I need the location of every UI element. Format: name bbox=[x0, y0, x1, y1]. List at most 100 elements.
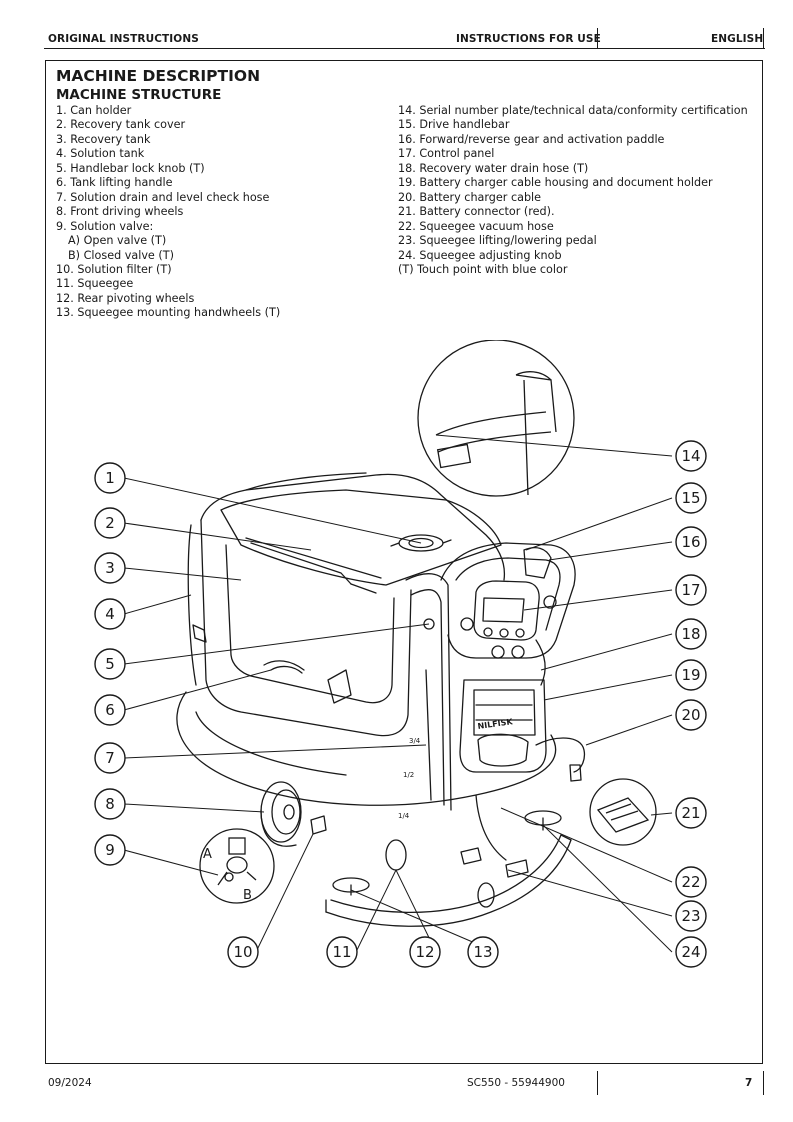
page-header: ORIGINAL INSTRUCTIONS INSTRUCTIONS FOR U… bbox=[0, 0, 793, 60]
svg-text:11: 11 bbox=[332, 943, 351, 961]
header-language: ENGLISH bbox=[711, 33, 764, 45]
footer-divider bbox=[597, 1071, 598, 1095]
valve-label-b: B bbox=[243, 888, 252, 903]
machine-drawing: 3/4 1/2 1/4 NILFISK A B bbox=[94, 340, 707, 968]
footer-date: 09/2024 bbox=[48, 1077, 92, 1089]
level-mark-1-4: 1/4 bbox=[398, 812, 410, 820]
svg-text:23: 23 bbox=[681, 907, 700, 925]
svg-text:16: 16 bbox=[681, 533, 700, 551]
callout-23: 23 bbox=[675, 900, 707, 932]
callout-4: 4 bbox=[94, 598, 126, 630]
list-item: 7. Solution drain and level check hose bbox=[56, 190, 270, 204]
parts-list-left: 1. Can holder 2. Recovery tank cover 3. … bbox=[56, 104, 386, 321]
list-item: 6. Tank lifting handle bbox=[56, 176, 173, 190]
svg-text:15: 15 bbox=[681, 489, 700, 507]
level-mark-1-2: 1/2 bbox=[403, 771, 414, 779]
callout-17: 17 bbox=[675, 574, 707, 606]
list-item: 2. Recovery tank cover bbox=[56, 118, 186, 132]
list-item: 3. Recovery tank bbox=[56, 132, 151, 146]
svg-text:22: 22 bbox=[681, 873, 700, 891]
list-item: 22. Squeegee vacuum hose bbox=[398, 219, 554, 233]
callout-2: 2 bbox=[94, 507, 126, 539]
svg-text:18: 18 bbox=[681, 625, 700, 643]
callout-8: 8 bbox=[94, 788, 126, 820]
level-mark-3-4: 3/4 bbox=[409, 737, 421, 745]
callout-12: 12 bbox=[409, 936, 441, 968]
content-frame bbox=[45, 60, 763, 1064]
callout-14: 14 bbox=[675, 440, 707, 472]
callout-24: 24 bbox=[675, 936, 707, 968]
svg-text:17: 17 bbox=[681, 581, 700, 599]
footer-model: SC550 - 55944900 bbox=[467, 1077, 565, 1089]
header-rule bbox=[44, 48, 765, 49]
list-item: 5. Handlebar lock knob (T) bbox=[56, 161, 205, 175]
section-subtitle: MACHINE STRUCTURE bbox=[56, 87, 222, 103]
callout-18: 18 bbox=[675, 618, 707, 650]
svg-text:1: 1 bbox=[105, 469, 115, 487]
list-item: 4. Solution tank bbox=[56, 147, 145, 161]
callout-16: 16 bbox=[675, 526, 707, 558]
svg-text:9: 9 bbox=[105, 841, 115, 859]
callout-11: 11 bbox=[326, 936, 358, 968]
list-item: 19. Battery charger cable housing and do… bbox=[398, 176, 713, 190]
callout-7: 7 bbox=[94, 742, 126, 774]
list-item: 13. Squeegee mounting handwheels (T) bbox=[56, 306, 281, 320]
callout-5: 5 bbox=[94, 648, 126, 680]
callout-10: 10 bbox=[227, 936, 259, 968]
header-instructions-for-use: INSTRUCTIONS FOR USE bbox=[456, 33, 601, 45]
footer-divider bbox=[763, 1071, 764, 1095]
list-subitem: B) Closed valve (T) bbox=[68, 248, 174, 262]
svg-text:2: 2 bbox=[105, 514, 115, 532]
footer-page-number: 7 bbox=[745, 1077, 753, 1089]
list-item: 15. Drive handlebar bbox=[398, 118, 510, 132]
list-item: 21. Battery connector (red). bbox=[398, 205, 555, 219]
valve-label-a: A bbox=[203, 847, 212, 862]
svg-text:14: 14 bbox=[681, 447, 700, 465]
svg-text:3: 3 bbox=[105, 559, 115, 577]
callout-19: 19 bbox=[675, 659, 707, 691]
list-item: 10. Solution filter (T) bbox=[56, 262, 172, 276]
list-item: 18. Recovery water drain hose (T) bbox=[398, 161, 589, 175]
brand-label: NILFISK bbox=[477, 717, 514, 731]
svg-text:21: 21 bbox=[681, 804, 700, 822]
list-item: 9. Solution valve: bbox=[56, 219, 154, 233]
list-item: 23. Squeegee lifting/lowering pedal bbox=[398, 234, 597, 248]
callout-1: 1 bbox=[94, 462, 126, 494]
section-title: MACHINE DESCRIPTION bbox=[56, 67, 261, 85]
callout-20: 20 bbox=[675, 699, 707, 731]
svg-text:13: 13 bbox=[473, 943, 492, 961]
svg-text:8: 8 bbox=[105, 795, 115, 813]
svg-text:5: 5 bbox=[105, 655, 115, 673]
list-subitem: A) Open valve (T) bbox=[68, 234, 167, 248]
svg-text:24: 24 bbox=[681, 943, 700, 961]
header-divider bbox=[597, 28, 598, 49]
svg-text:19: 19 bbox=[681, 666, 700, 684]
header-divider bbox=[763, 28, 764, 49]
svg-text:12: 12 bbox=[415, 943, 434, 961]
svg-text:20: 20 bbox=[681, 706, 700, 724]
callout-22: 22 bbox=[675, 866, 707, 898]
list-item: 12. Rear pivoting wheels bbox=[56, 291, 195, 305]
callout-15: 15 bbox=[675, 482, 707, 514]
callout-13: 13 bbox=[467, 936, 499, 968]
machine-illustration: 3/4 1/2 1/4 NILFISK A B bbox=[46, 340, 762, 980]
list-item: 11. Squeegee bbox=[56, 277, 134, 291]
parts-list-right: 14. Serial number plate/technical data/c… bbox=[398, 104, 758, 277]
callout-21: 21 bbox=[675, 797, 707, 829]
svg-text:10: 10 bbox=[233, 943, 252, 961]
list-item: 1. Can holder bbox=[56, 104, 132, 117]
callout-3: 3 bbox=[94, 552, 126, 584]
callout-6: 6 bbox=[94, 694, 126, 726]
svg-text:4: 4 bbox=[105, 605, 115, 623]
list-item: (T) Touch point with blue color bbox=[398, 262, 568, 276]
header-original-instructions: ORIGINAL INSTRUCTIONS bbox=[48, 33, 199, 45]
list-item: 8. Front driving wheels bbox=[56, 205, 184, 219]
list-item: 16. Forward/reverse gear and activation … bbox=[398, 132, 665, 146]
list-item: 20. Battery charger cable bbox=[398, 190, 542, 204]
list-item: 17. Control panel bbox=[398, 147, 495, 161]
svg-text:7: 7 bbox=[105, 749, 115, 767]
list-item: 14. Serial number plate/technical data/c… bbox=[398, 104, 748, 117]
callout-9: 9 bbox=[94, 834, 126, 866]
svg-text:6: 6 bbox=[105, 701, 115, 719]
list-item: 24. Squeegee adjusting knob bbox=[398, 248, 562, 262]
